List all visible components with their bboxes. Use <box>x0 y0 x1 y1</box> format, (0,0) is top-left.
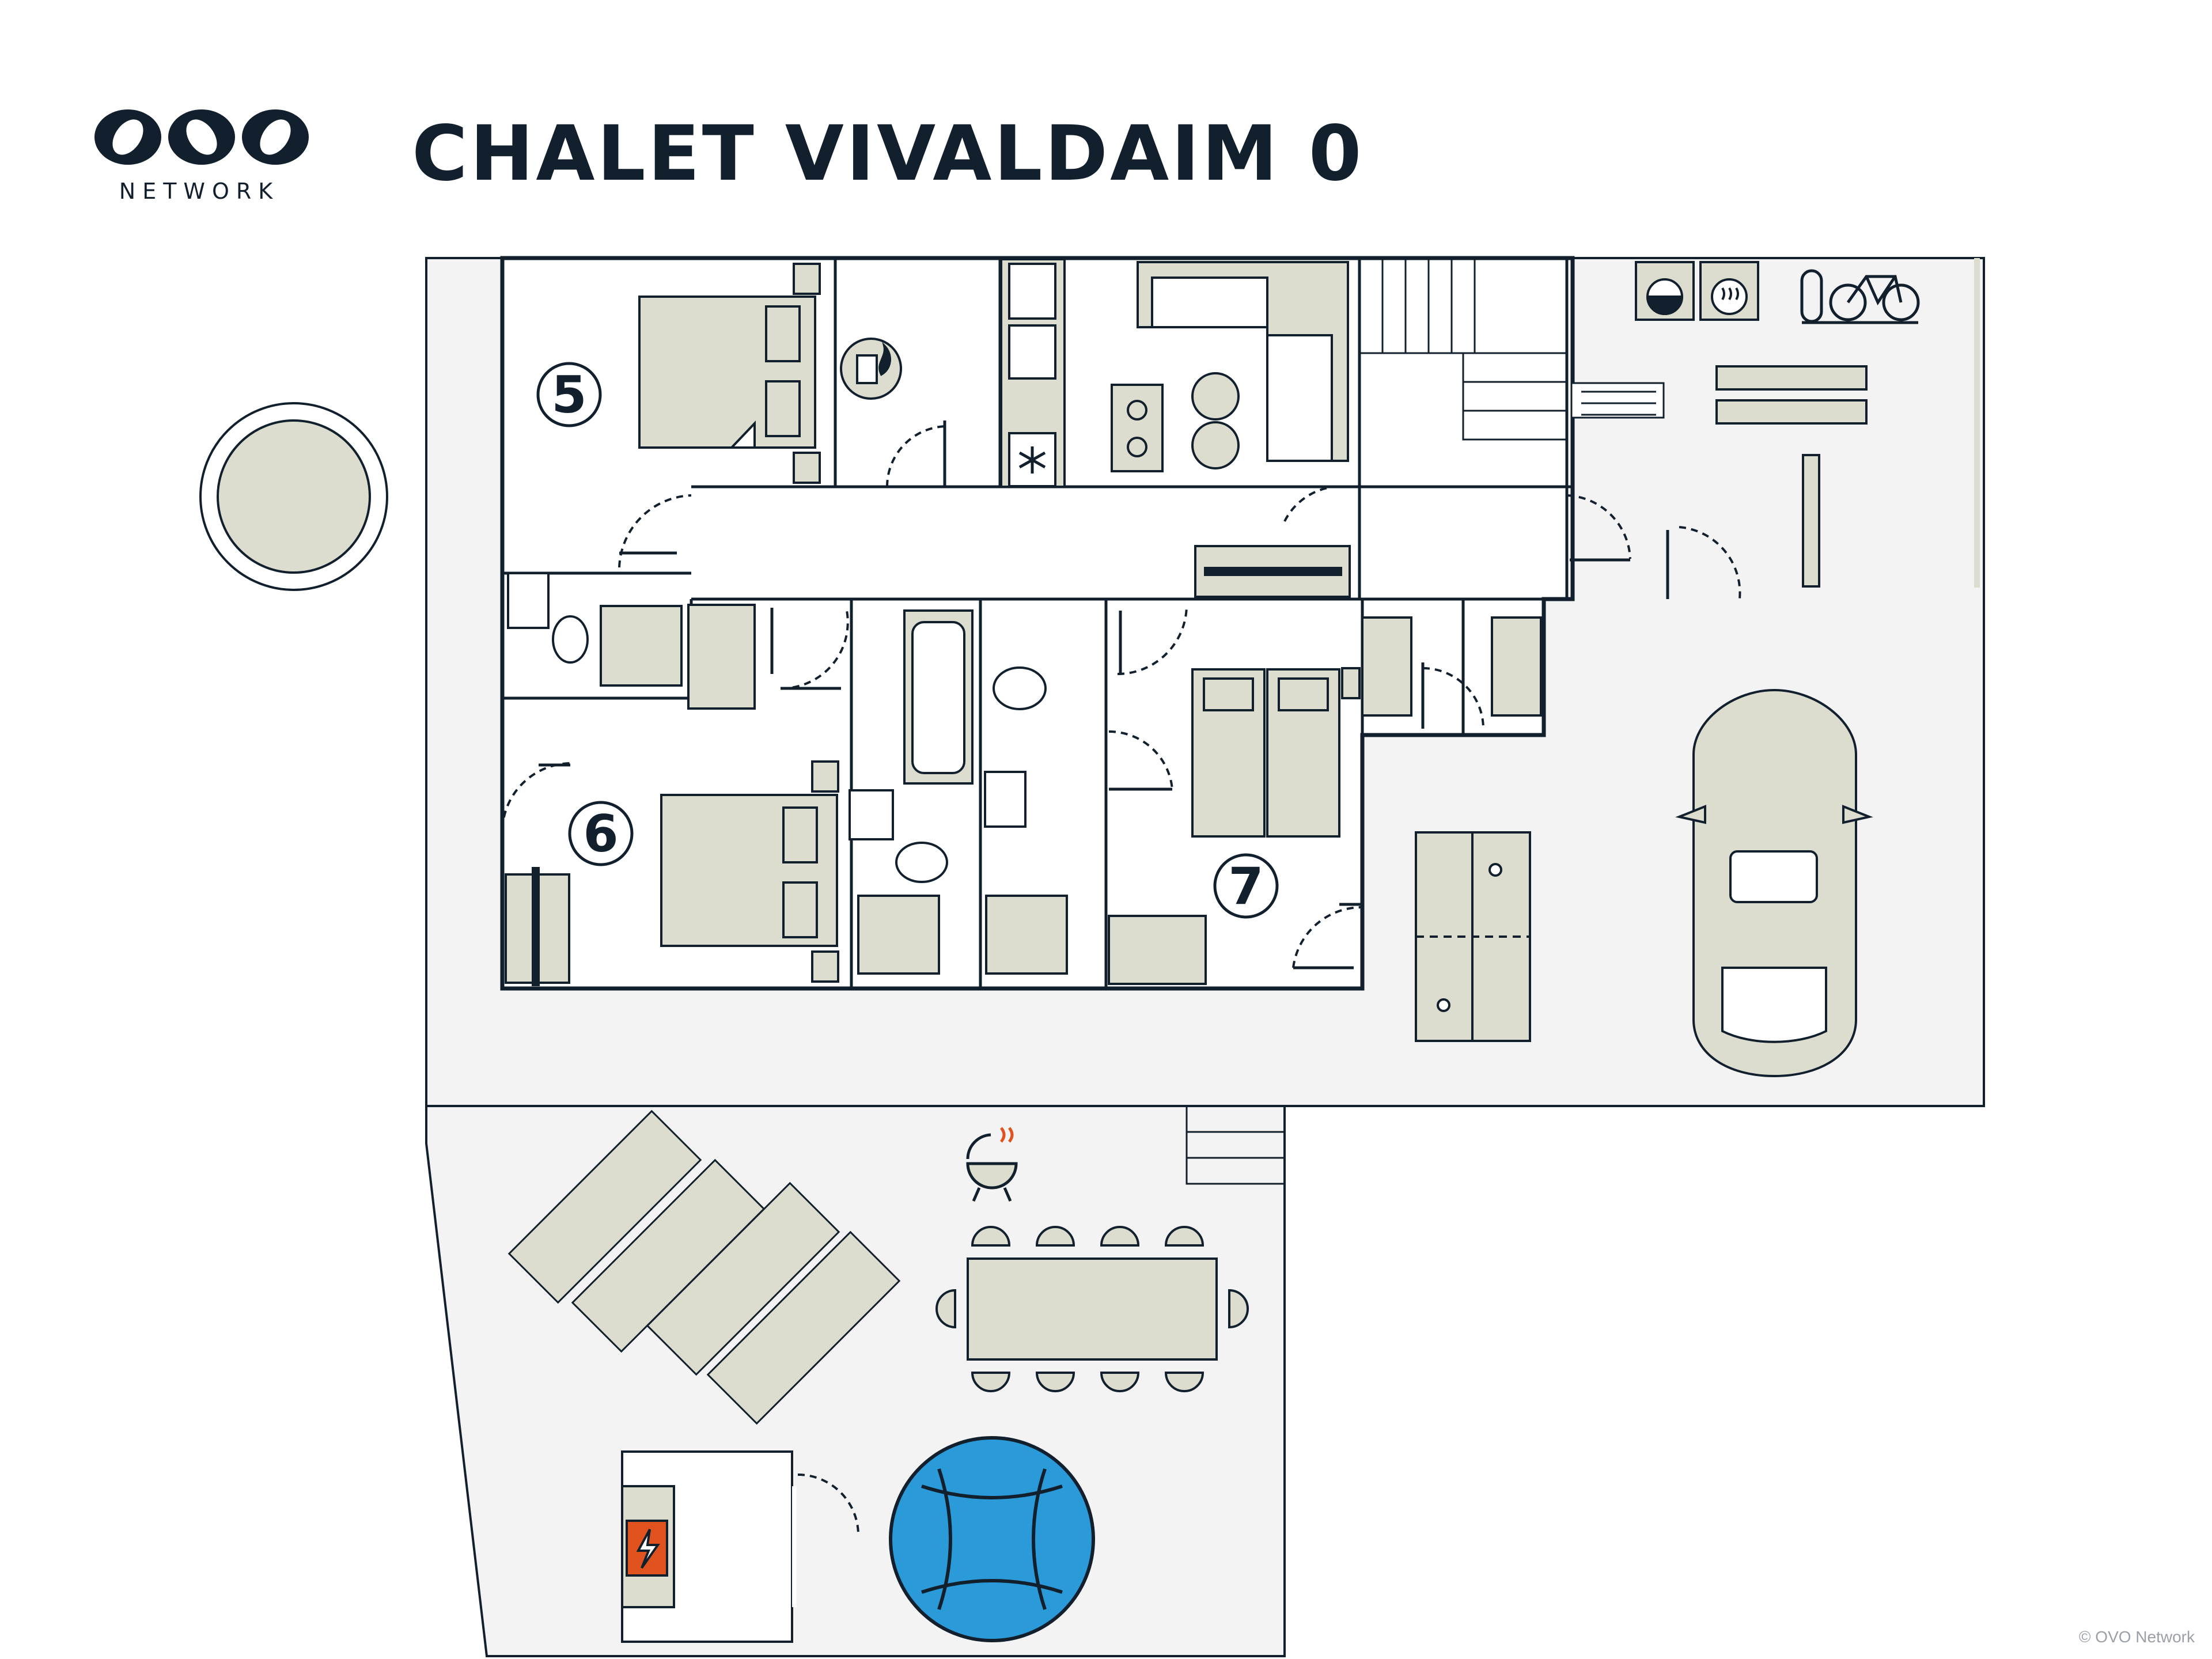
logo-wordmark: NETWORK <box>119 179 280 204</box>
car <box>1675 688 1873 1078</box>
bed-room-7 <box>1108 667 1361 985</box>
sofa <box>1137 261 1349 462</box>
bicycle-icon <box>1800 269 1920 324</box>
garden-ground <box>425 1105 1286 1657</box>
svg-text:5: 5 <box>551 365 586 425</box>
hot-tub <box>889 1436 1095 1642</box>
room-number-6: 6 <box>568 801 634 866</box>
svg-text:7: 7 <box>1228 857 1263 916</box>
round-trampoline <box>199 402 388 591</box>
svg-text:6: 6 <box>583 804 618 863</box>
ovo-logo-icon <box>94 109 309 165</box>
garden-steps <box>1185 1105 1286 1185</box>
staircase <box>1358 257 1568 441</box>
barbecue-icon <box>966 1127 1018 1202</box>
page-title: CHALET VIVALDAIM 0 <box>412 109 1364 198</box>
kitchen <box>1000 258 1240 488</box>
ski-rack <box>1570 382 1665 419</box>
washing-machine-icon <box>1635 261 1695 321</box>
wardrobes <box>1361 616 1542 717</box>
snowflake-icon <box>1018 446 1046 474</box>
sun-loungers <box>507 1109 901 1425</box>
bed-room-6 <box>505 760 839 986</box>
dryer-icon <box>1699 261 1759 321</box>
ping-pong-table <box>1415 831 1531 1042</box>
dining-chairs <box>935 1226 1249 1392</box>
bed-room-5 <box>638 263 821 484</box>
stove-icon <box>1127 400 1147 457</box>
room-number-7: 7 <box>1213 853 1279 919</box>
dining-table <box>967 1257 1218 1361</box>
tv-unit <box>1194 545 1351 598</box>
copyright-notice: © OVO Network <box>2078 1628 2195 1646</box>
electricity-icon <box>626 1520 668 1577</box>
room-number-5: 5 <box>536 362 602 427</box>
fireplace-icon <box>840 338 902 400</box>
ski-lockers <box>1715 365 1868 588</box>
bathroom-fixtures <box>507 572 1068 975</box>
